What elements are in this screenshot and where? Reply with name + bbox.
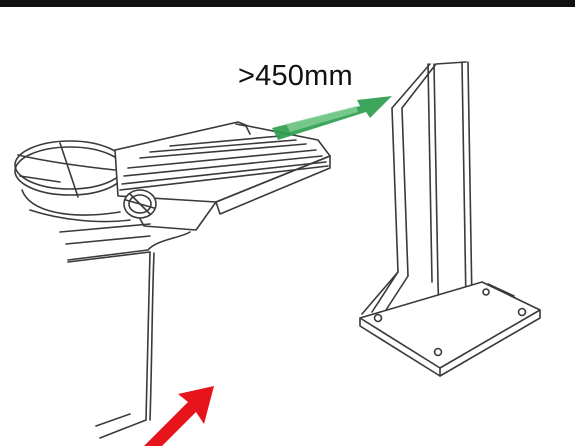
header-rule (0, 0, 575, 7)
green-arrow-icon (272, 96, 392, 140)
post-base-plate (359, 271, 541, 377)
dial-outline (14, 140, 131, 223)
clearance-dimension-label: >450mm (232, 58, 359, 94)
adjustment-knob (123, 189, 157, 219)
red-arrow-icon (144, 386, 214, 446)
machine-body-outline (59, 223, 191, 439)
